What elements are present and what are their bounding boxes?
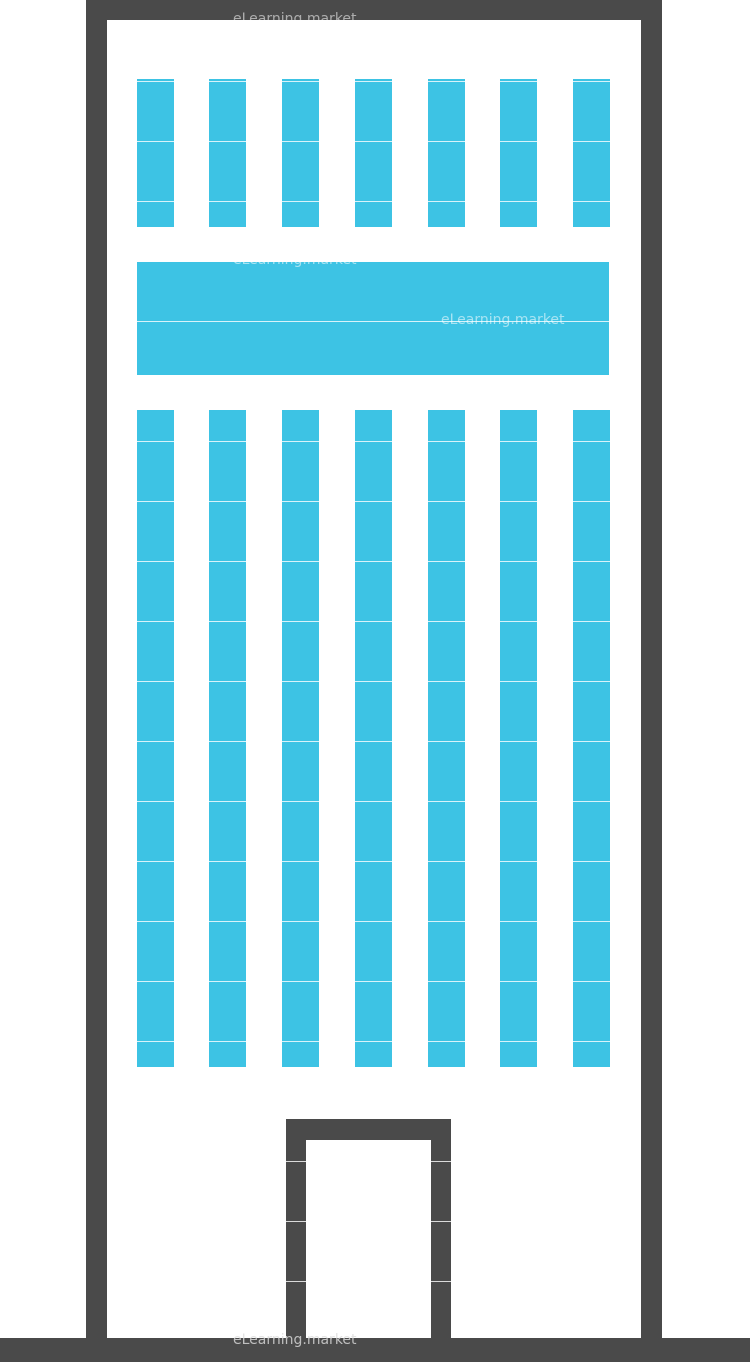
watermark-line bbox=[107, 201, 641, 202]
door bbox=[306, 1140, 431, 1338]
watermark-line bbox=[107, 441, 641, 442]
window bbox=[209, 79, 246, 227]
window bbox=[282, 410, 319, 1067]
watermark-line bbox=[107, 1041, 641, 1042]
wide-window-band bbox=[137, 262, 609, 375]
watermark-line bbox=[107, 321, 641, 322]
window bbox=[355, 410, 392, 1067]
window bbox=[573, 79, 610, 227]
window bbox=[282, 79, 319, 227]
window bbox=[500, 79, 537, 227]
window bbox=[137, 79, 174, 227]
watermark-line bbox=[107, 141, 641, 142]
watermark-line bbox=[107, 681, 641, 682]
window bbox=[573, 410, 610, 1067]
watermark-line bbox=[107, 861, 641, 862]
watermark-line bbox=[107, 621, 641, 622]
watermark-line bbox=[107, 981, 641, 982]
watermark-line bbox=[107, 741, 641, 742]
window bbox=[137, 410, 174, 1067]
watermark-line bbox=[107, 261, 641, 262]
watermark-line bbox=[107, 561, 641, 562]
window bbox=[428, 79, 465, 227]
window bbox=[355, 79, 392, 227]
watermark-line bbox=[107, 1161, 641, 1162]
watermark-line bbox=[107, 1281, 641, 1282]
watermark-line bbox=[107, 81, 641, 82]
watermark-line bbox=[107, 801, 641, 802]
window bbox=[209, 410, 246, 1067]
watermark-line bbox=[107, 1101, 641, 1102]
ground-line bbox=[0, 1338, 750, 1362]
window bbox=[500, 410, 537, 1067]
window bbox=[428, 410, 465, 1067]
watermark-line bbox=[107, 921, 641, 922]
watermark-line bbox=[107, 501, 641, 502]
watermark-line bbox=[107, 1221, 641, 1222]
watermark-line bbox=[107, 381, 641, 382]
